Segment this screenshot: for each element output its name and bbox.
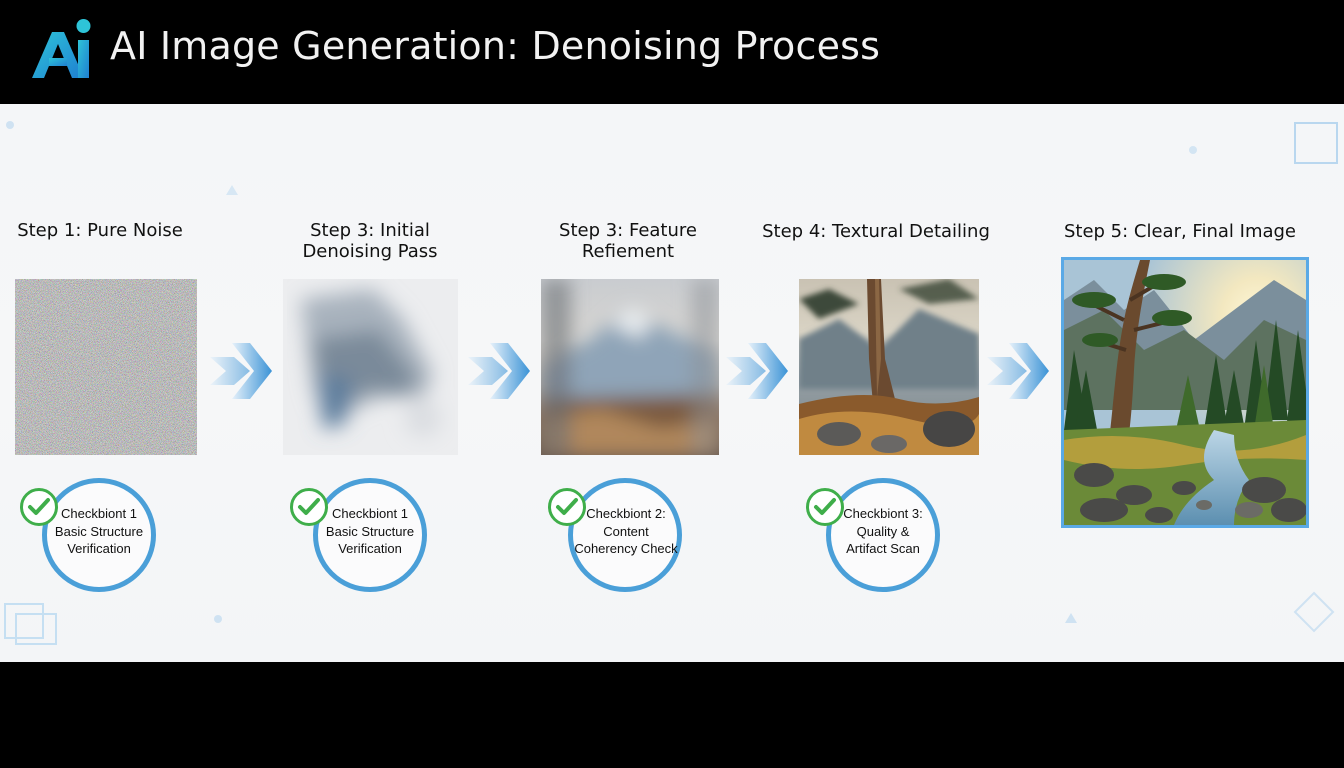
check-icon — [290, 488, 328, 526]
check-icon — [20, 488, 58, 526]
forest-stream-image — [1061, 257, 1309, 528]
checkpoint-ring — [42, 478, 156, 592]
checkpoint-2: Checkbiont 1 Basic Structure Verificatio… — [288, 478, 428, 594]
arrow-right-icon — [726, 343, 788, 399]
check-icon — [548, 488, 586, 526]
decorative-square — [1294, 122, 1338, 164]
check-icon — [806, 488, 844, 526]
header: AI Image Generation: Denoising Process — [0, 0, 1344, 104]
bottom-bar — [0, 662, 1344, 768]
checkpoint-4: Checkbiont 3: Quality & Artifact Scan — [804, 478, 944, 594]
checkpoint-3: Checkbiont 2: Content Coherency Check — [546, 478, 686, 594]
step-2-title: Step 3: Initial Denoising Pass — [302, 220, 438, 262]
arrow-right-icon — [468, 343, 530, 399]
checkpoint-ring — [568, 478, 682, 592]
arrow-right-icon — [210, 343, 272, 399]
decorative-triangle — [1065, 613, 1077, 623]
page-title: AI Image Generation: Denoising Process — [110, 24, 881, 68]
decorative-dot — [1189, 146, 1197, 154]
step-5-title: Step 5: Clear, Final Image — [1063, 221, 1297, 242]
decorative-diamond — [1293, 591, 1335, 633]
arrow-right-icon — [987, 343, 1049, 399]
checkpoint-ring — [826, 478, 940, 592]
step-4-title: Step 4: Textural Detailing — [762, 221, 990, 242]
decorative-squares — [4, 603, 57, 645]
step-3-title: Step 3: Feature Refiement — [559, 220, 697, 262]
diagram-canvas: Step 1: Pure Noise Step 3: Initial Denoi… — [0, 104, 1344, 662]
step-1-title: Step 1: Pure Noise — [17, 220, 183, 241]
noise-image — [15, 279, 197, 455]
decorative-triangle — [226, 185, 238, 195]
decorative-dot — [214, 615, 222, 623]
checkpoint-ring — [313, 478, 427, 592]
checkpoint-label: Checkbiont 3: Quality & Artifact Scan — [843, 506, 923, 556]
checkpoint-label: Checkbiont 2: Content Coherency Check — [574, 506, 678, 556]
checkpoint-1: Checkbiont 1 Basic Structure Verificatio… — [18, 478, 158, 594]
checkpoint-label: Checkbiont 1 Basic Structure Verificatio… — [325, 506, 415, 556]
blurred-image — [283, 279, 458, 455]
checkpoint-label: Checkbiont 1 Basic Structure Verificatio… — [54, 506, 144, 556]
tree-closeup-image — [799, 279, 979, 455]
decorative-dot — [6, 121, 14, 129]
soft-mountain-image — [541, 279, 719, 455]
ai-logo — [32, 19, 91, 78]
